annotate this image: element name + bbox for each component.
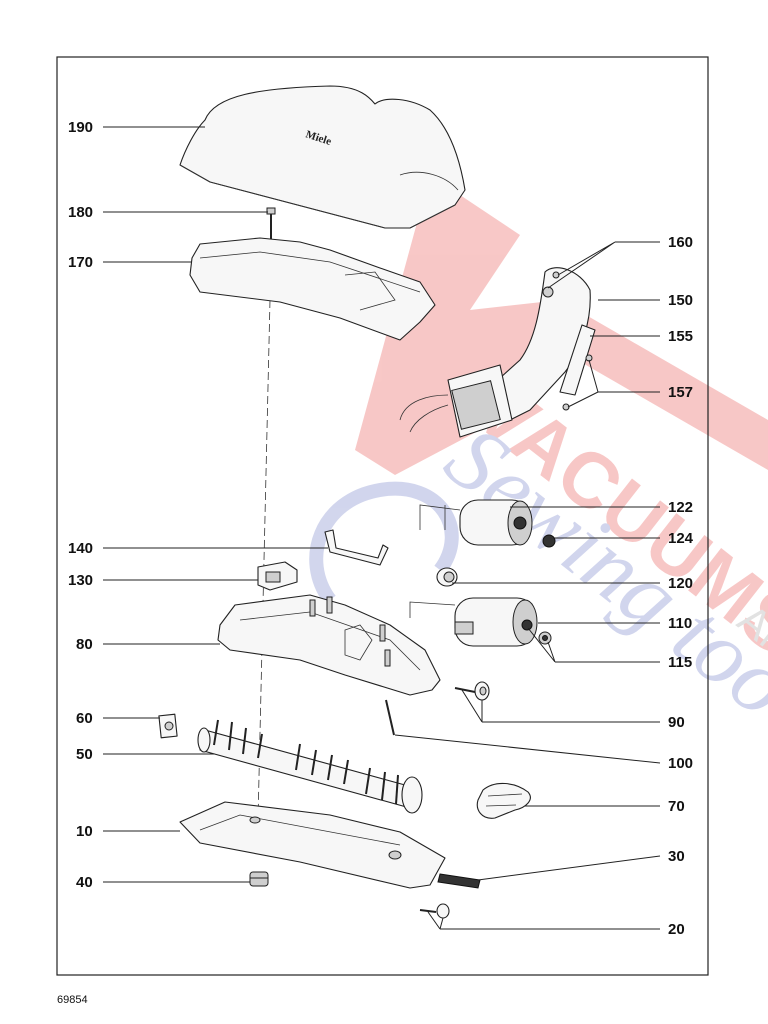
part-190-top-cover: Miele — [179, 85, 466, 229]
callout-20: 20 — [668, 921, 685, 938]
callout-10: 10 — [76, 823, 93, 840]
callout-124: 124 — [668, 530, 694, 547]
part-90-wheel — [454, 681, 490, 701]
diagram-frame — [56, 56, 709, 976]
callout-60: 60 — [76, 710, 93, 727]
part-100-screw — [385, 699, 395, 736]
callout-160: 160 — [668, 234, 693, 251]
part-110-motor — [409, 597, 538, 647]
callout-40: 40 — [76, 874, 93, 891]
part-124-nut — [542, 534, 556, 548]
callout-157: 157 — [668, 384, 693, 401]
callout-70: 70 — [668, 798, 685, 815]
assembly-axis-line — [257, 299, 271, 821]
callout-115: 115 — [668, 654, 692, 671]
part-130-switch — [257, 561, 298, 591]
part-30-strip — [437, 873, 481, 889]
callout-110: 110 — [668, 615, 692, 632]
part-80-base-housing — [217, 594, 441, 696]
part-60-bearing-plate — [158, 713, 178, 739]
callout-122: 122 — [668, 499, 693, 516]
watermark-swirl — [309, 481, 459, 605]
callout-170: 170 — [68, 254, 93, 271]
part-157-clips — [562, 354, 593, 411]
part-70-belt — [476, 782, 531, 819]
part-10-base-plate — [179, 801, 446, 889]
part-170-cover-frame — [189, 237, 436, 341]
callout-190: 190 — [68, 119, 93, 136]
leader-lines — [103, 126, 661, 930]
part-50-brush-roller — [197, 719, 423, 814]
callout-90: 90 — [668, 714, 685, 731]
callout-150: 150 — [668, 292, 693, 309]
part-115-gear — [538, 631, 552, 645]
callout-130: 130 — [68, 572, 93, 589]
callout-100: 100 — [668, 755, 693, 772]
callout-140: 140 — [68, 540, 93, 557]
part-140-bracket — [324, 529, 389, 566]
part-150-handle-pipe — [399, 267, 591, 438]
callout-30: 30 — [668, 848, 685, 865]
callout-50: 50 — [76, 746, 93, 763]
callout-labels: 190 180 170 160 150 155 157 122 124 140 … — [68, 119, 694, 938]
part-122-motor — [419, 499, 533, 546]
document-code: 69854 — [57, 994, 88, 1006]
callout-120: 120 — [668, 575, 693, 592]
callout-80: 80 — [76, 636, 93, 653]
part-40-foot — [249, 871, 269, 887]
part-155-hinge-strip — [559, 324, 596, 396]
callout-180: 180 — [68, 204, 93, 221]
part-20-screw-washer — [419, 903, 450, 919]
callout-155: 155 — [668, 328, 693, 345]
part-120-clamp — [436, 567, 458, 587]
